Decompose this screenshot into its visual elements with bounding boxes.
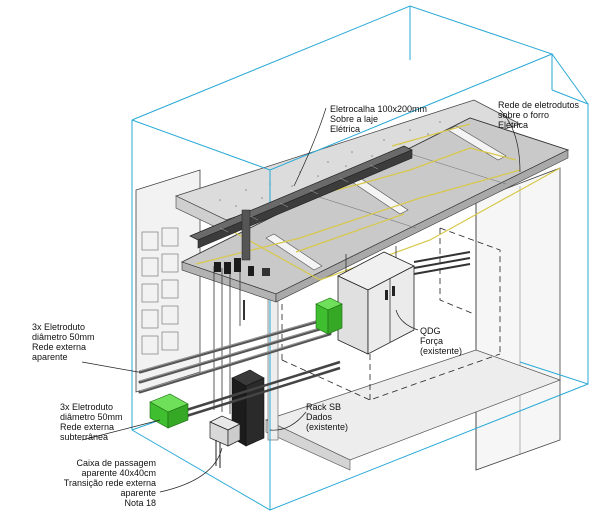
label-caixa-line2: aparente 40x40cm: [81, 468, 156, 478]
caixa-de-passagem: [209, 415, 241, 447]
label-caixa-line5: Nota 18: [124, 498, 156, 508]
label-rack-line1: Rack SB: [306, 402, 341, 412]
junction-boxes-ceiling: [214, 258, 270, 276]
qdg-panel: [337, 251, 471, 355]
label-aparente-line3: Rede externa: [32, 342, 86, 352]
label-aparente-line1: 3x Eletroduto: [32, 322, 85, 332]
label-qdg-line1: QDG: [420, 326, 441, 336]
green-passage-box: [149, 393, 189, 429]
label-eletroduto-subterranea: 3x Eletroduto diâmetro 50mm Rede externa…: [60, 402, 123, 442]
label-subterranea-line1: 3x Eletroduto: [60, 402, 113, 412]
leader-lines: [81, 107, 521, 493]
label-subterranea-line2: diâmetro 50mm: [60, 412, 123, 422]
label-caixa-line1: Caixa de passagem: [76, 458, 156, 468]
label-rede-line2: sobre o forro: [498, 110, 549, 120]
label-eletrocalha-line1: Eletrocalha 100x200mm: [330, 104, 427, 114]
label-qdg-line3: (existente): [420, 346, 462, 356]
label-eletrocalha: Eletrocalha 100x200mm Sobre a laje Elétr…: [330, 104, 427, 134]
building-walls: [135, 99, 562, 471]
label-rack-line3: (existente): [306, 422, 348, 432]
label-eletrocalha-line2: Sobre a laje: [330, 114, 378, 124]
label-caixa: Caixa de passagem aparente 40x40cm Trans…: [64, 458, 156, 508]
bounding-box: [131, 5, 589, 511]
label-eletroduto-aparente: 3x Eletroduto diâmetro 50mm Rede externa…: [32, 322, 95, 362]
label-rack: Rack SB Dados (existente): [306, 402, 348, 432]
label-qdg-line2: Força: [420, 336, 443, 346]
label-rack-line2: Dados: [306, 412, 333, 422]
label-aparente-line4: aparente: [32, 352, 68, 362]
green-junction-box-wall: [315, 297, 343, 335]
horizontal-conduits: [138, 316, 332, 394]
label-caixa-line3: Transição rede externa: [64, 478, 156, 488]
label-eletrocalha-line3: Elétrica: [330, 124, 360, 134]
label-caixa-line4: aparente: [120, 488, 156, 498]
ceiling-slab: [180, 117, 570, 303]
label-rede-line3: Elétrica: [498, 120, 528, 130]
label-subterranea-line4: subterrânea: [60, 432, 108, 442]
cable-tray: [189, 145, 413, 261]
label-rede-eletrodutos: Rede de eletrodutos sobre o forro Elétri…: [498, 100, 580, 130]
label-rede-line1: Rede de eletrodutos: [498, 100, 580, 110]
label-qdg: QDG Força (existente): [420, 326, 462, 356]
label-subterranea-line3: Rede externa: [60, 422, 114, 432]
label-aparente-line2: diâmetro 50mm: [32, 332, 95, 342]
